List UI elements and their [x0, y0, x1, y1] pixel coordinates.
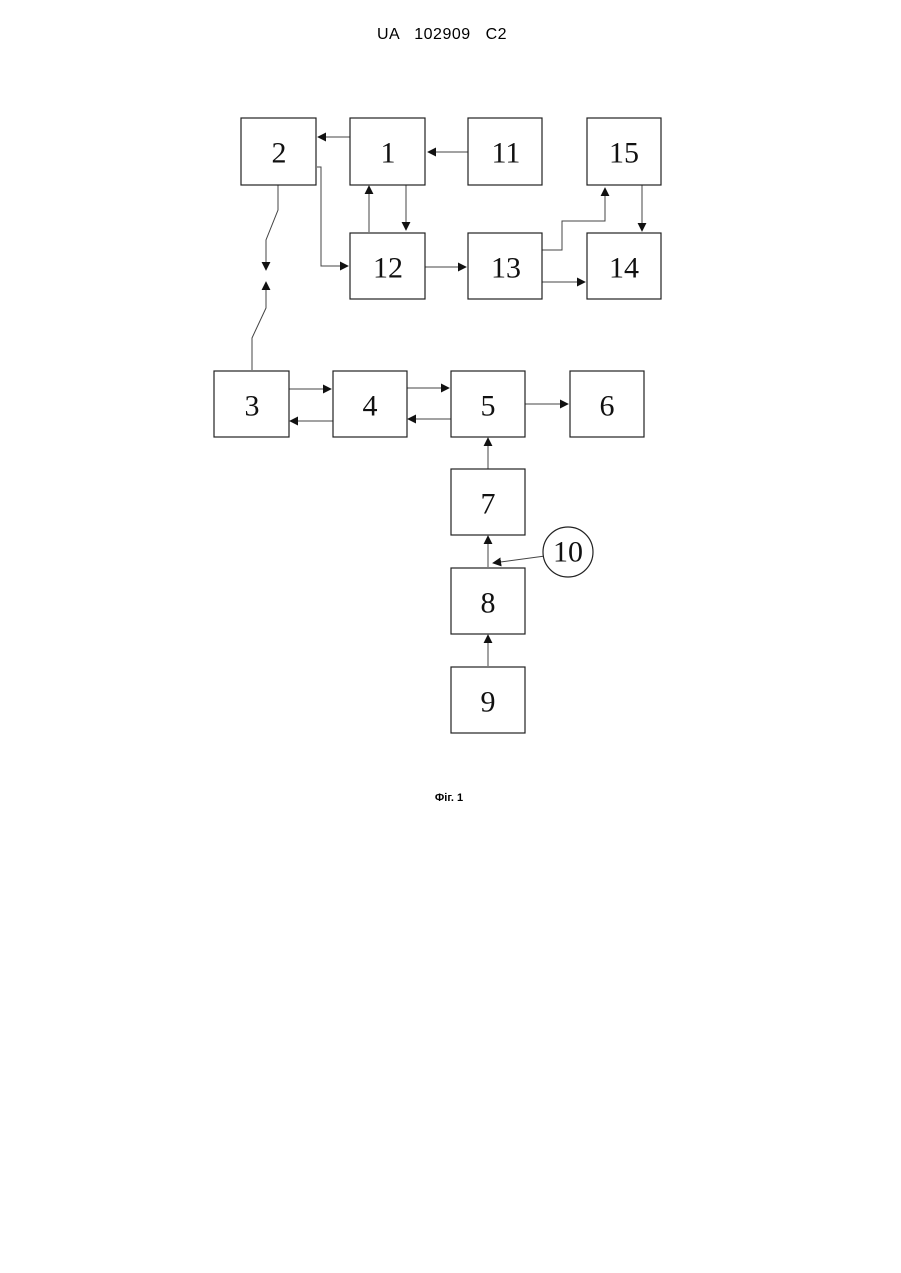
block-13: 13 — [468, 233, 542, 299]
figure-caption: Фіг. 1 — [0, 792, 898, 804]
block-7: 7 — [451, 469, 525, 535]
block-15-label: 15 — [609, 137, 639, 170]
block-8-label: 8 — [481, 587, 496, 620]
block-5-label: 5 — [481, 390, 496, 423]
wire-10-to-link — [493, 556, 545, 563]
block-2: 2 — [241, 118, 316, 185]
wire-2-to-12 — [317, 167, 348, 266]
wireless-link-3 — [252, 300, 266, 370]
block-4: 4 — [333, 371, 407, 437]
block-7-label: 7 — [481, 488, 496, 521]
block-1-label: 1 — [381, 137, 396, 170]
block-9-label: 9 — [481, 686, 496, 719]
block-14: 14 — [587, 233, 661, 299]
block-2-label: 2 — [272, 137, 287, 170]
block-1: 1 — [350, 118, 425, 185]
wireless-link-2 — [266, 185, 278, 252]
block-10-label: 10 — [553, 536, 583, 569]
block-12-label: 12 — [373, 252, 403, 285]
block-3: 3 — [214, 371, 289, 437]
block-9: 9 — [451, 667, 525, 733]
block-6: 6 — [570, 371, 644, 437]
block-12: 12 — [350, 233, 425, 299]
block-8: 8 — [451, 568, 525, 634]
block-4-label: 4 — [363, 390, 378, 423]
block-14-label: 14 — [609, 252, 639, 285]
block-5: 5 — [451, 371, 525, 437]
block-6-label: 6 — [600, 390, 615, 423]
block-10-circle: 10 — [543, 527, 593, 577]
block-3-label: 3 — [245, 390, 260, 423]
block-13-label: 13 — [491, 252, 521, 285]
block-11-label: 11 — [492, 137, 521, 170]
block-11: 11 — [468, 118, 542, 185]
block-15: 15 — [587, 118, 661, 185]
